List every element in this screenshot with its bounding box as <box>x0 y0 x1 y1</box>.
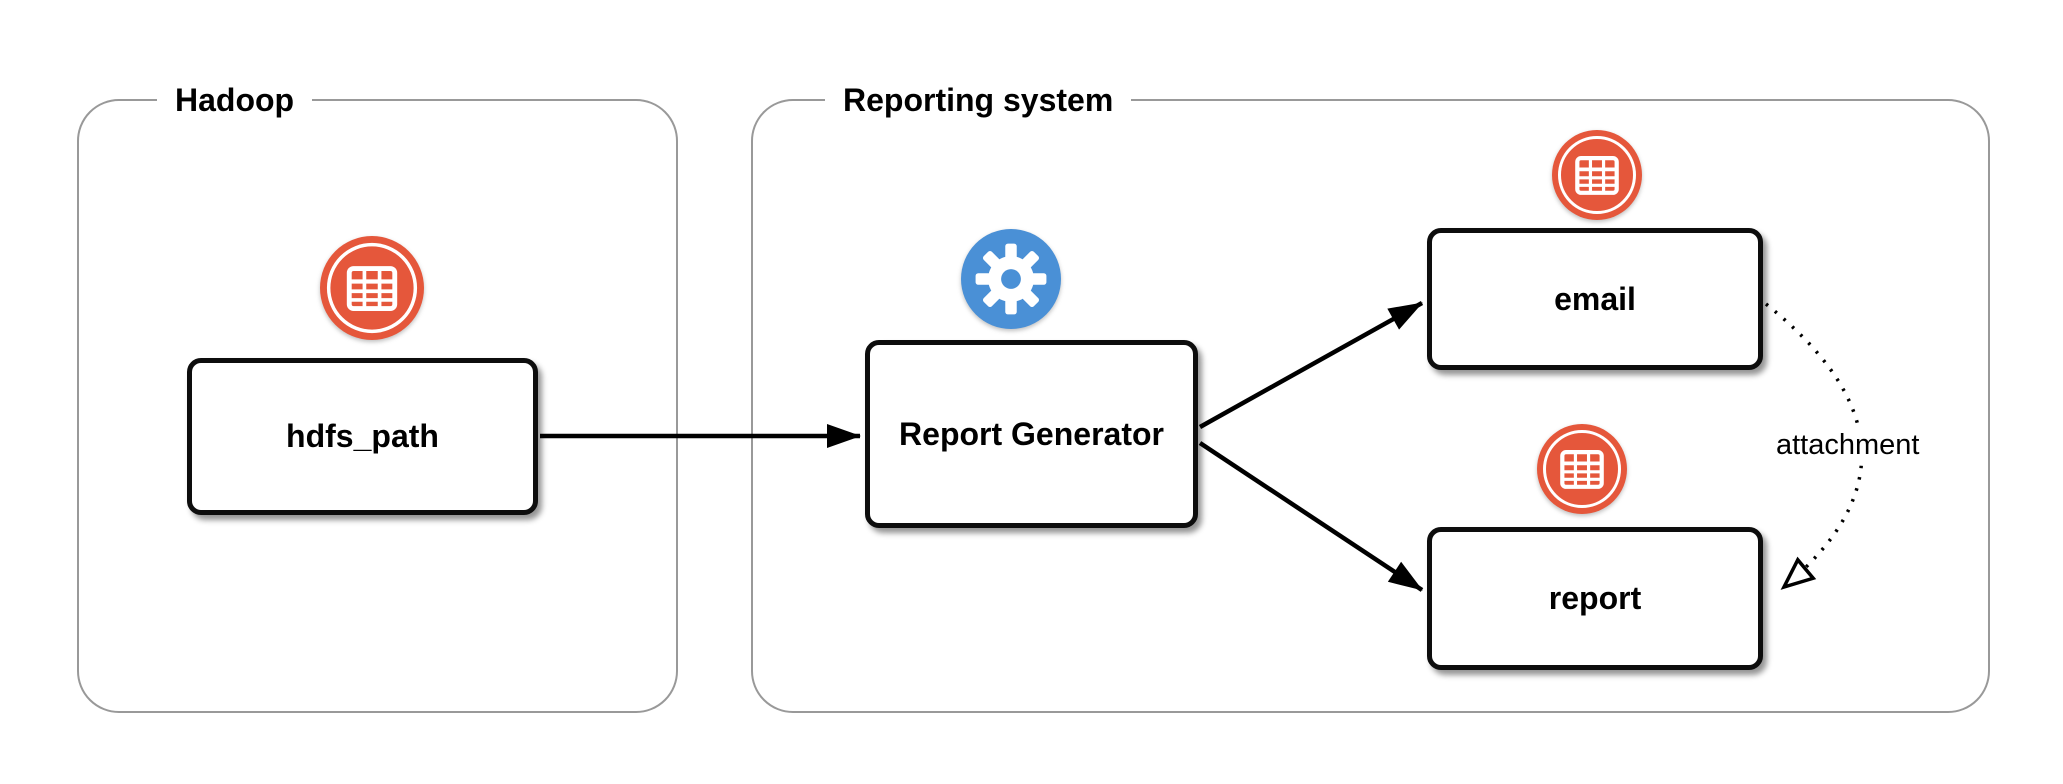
table-icon <box>1537 424 1627 514</box>
group-hadoop-title: Hadoop <box>157 78 313 122</box>
group-hadoop: Hadoop <box>77 78 678 713</box>
node-report-generator[interactable]: Report Generator <box>865 340 1198 528</box>
group-reporting-system: Reporting system <box>751 78 1990 713</box>
node-email[interactable]: email <box>1427 228 1763 370</box>
edge-label-attachment: attachment <box>1772 429 1924 462</box>
node-report-generator-label: Report Generator <box>899 415 1164 452</box>
node-hdfs-path-label: hdfs_path <box>286 418 439 454</box>
gear-icon <box>961 229 1061 329</box>
table-icon <box>320 236 424 340</box>
group-reporting-system-title: Reporting system <box>825 78 1132 122</box>
node-hdfs-path[interactable]: hdfs_path <box>187 358 538 515</box>
node-report[interactable]: report <box>1427 527 1763 670</box>
node-email-label: email <box>1554 280 1636 317</box>
node-report-label: report <box>1548 580 1642 616</box>
table-icon <box>1552 130 1642 220</box>
